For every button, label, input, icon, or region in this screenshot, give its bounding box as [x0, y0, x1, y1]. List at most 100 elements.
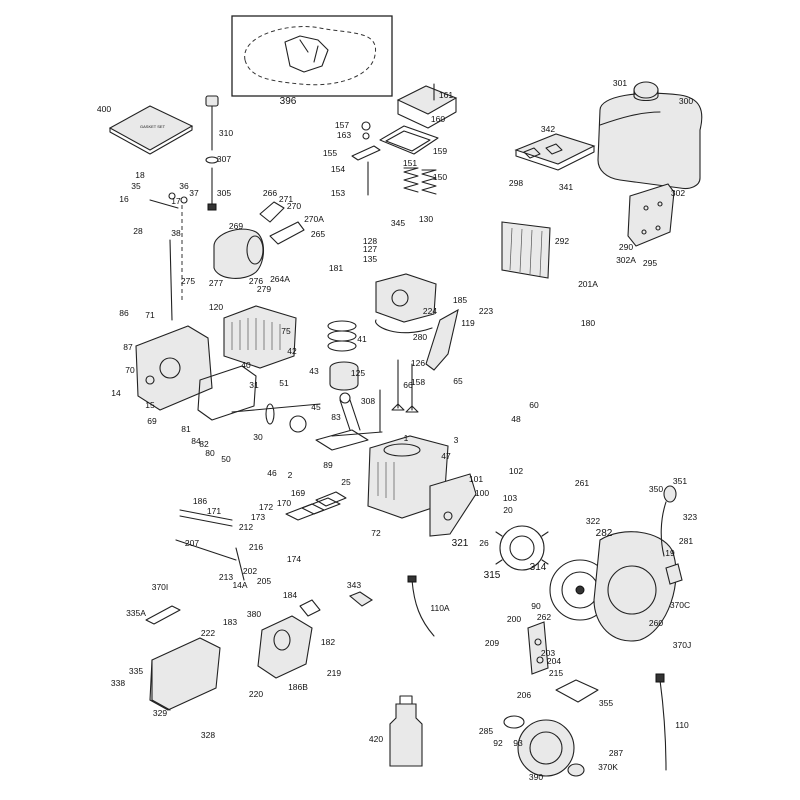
part-callout-275: 275	[181, 276, 195, 286]
part-callout-183: 183	[223, 617, 237, 627]
part-callout-338: 338	[111, 678, 125, 688]
part-callout-130: 130	[419, 214, 433, 224]
part-callout-47: 47	[441, 451, 451, 461]
part-callout-81: 81	[181, 424, 191, 434]
part-callout-315: 315	[484, 570, 501, 581]
part-callout-300: 300	[679, 96, 693, 106]
muffler	[213, 201, 305, 279]
part-callout-277: 277	[209, 278, 223, 288]
part-callout-321: 321	[452, 538, 469, 549]
part-callout-186: 186	[193, 496, 207, 506]
part-callout-295: 295	[643, 258, 657, 268]
part-callout-370K: 370K	[598, 762, 618, 772]
part-callout-329: 329	[153, 708, 167, 718]
part-callout-15: 15	[145, 400, 155, 410]
part-callout-86: 86	[119, 308, 129, 318]
oil-bottle	[389, 695, 423, 767]
part-callout-50: 50	[221, 454, 231, 464]
part-callout-82: 82	[199, 439, 209, 449]
part-callout-157: 157	[335, 120, 349, 130]
part-callout-350: 350	[649, 484, 663, 494]
part-callout-30: 30	[253, 432, 263, 442]
part-callout-285: 285	[479, 726, 493, 736]
part-callout-219: 219	[327, 668, 341, 678]
part-callout-302A: 302A	[616, 255, 636, 265]
part-callout-45: 45	[311, 402, 321, 412]
part-callout-69: 69	[147, 416, 157, 426]
part-callout-128: 128	[363, 236, 377, 246]
part-callout-302: 302	[671, 188, 685, 198]
part-callout-173: 173	[251, 512, 265, 522]
part-callout-355: 355	[599, 698, 613, 708]
part-callout-180: 180	[581, 318, 595, 328]
part-callout-370C: 370C	[670, 600, 690, 610]
part-callout-26: 26	[479, 538, 489, 548]
cylinder-head	[223, 305, 297, 369]
fuel-line	[407, 575, 435, 637]
valve-rocker-parts	[351, 121, 437, 196]
part-callout-150: 150	[433, 172, 447, 182]
air-cleaner-cover	[396, 83, 458, 129]
part-callout-270: 270	[287, 201, 301, 211]
part-callout-280: 280	[413, 332, 427, 342]
part-callout-298: 298	[509, 178, 523, 188]
part-callout-335: 335	[129, 666, 143, 676]
part-callout-158: 158	[411, 377, 425, 387]
part-callout-101: 101	[469, 474, 483, 484]
part-callout-335A: 335A	[126, 608, 146, 618]
part-callout-265: 265	[311, 229, 325, 239]
part-callout-287: 287	[609, 748, 623, 758]
part-callout-14A: 14A	[232, 580, 247, 590]
part-callout-262: 262	[537, 612, 551, 622]
part-callout-308: 308	[361, 396, 375, 406]
small-bracket	[348, 591, 374, 607]
part-callout-182: 182	[321, 637, 335, 647]
part-callout-75: 75	[281, 326, 291, 336]
part-callout-51: 51	[279, 378, 289, 388]
part-callout-390: 390	[529, 772, 543, 782]
part-callout-48: 48	[511, 414, 521, 424]
part-callout-370J: 370J	[673, 640, 691, 650]
part-callout-174: 174	[287, 554, 301, 564]
part-callout-37: 37	[189, 188, 199, 198]
part-callout-186B: 186B	[288, 682, 308, 692]
part-callout-203: 203	[541, 648, 555, 658]
part-callout-213: 213	[219, 572, 233, 582]
part-callout-292: 292	[555, 236, 569, 246]
part-callout-270A: 270A	[304, 214, 324, 224]
part-callout-92: 92	[493, 738, 503, 748]
part-callout-202: 202	[243, 566, 257, 576]
part-callout-420: 420	[369, 734, 383, 744]
air-cleaner-housing	[145, 605, 221, 711]
part-callout-290: 290	[619, 242, 633, 252]
stop-switch	[665, 563, 683, 585]
part-callout-14: 14	[111, 388, 121, 398]
carburetor	[257, 599, 321, 679]
part-callout-119: 119	[461, 318, 475, 328]
part-callout-155: 155	[323, 148, 337, 158]
linkage-rods	[175, 509, 245, 581]
part-callout-172: 172	[259, 502, 273, 512]
part-callout-160: 160	[431, 114, 445, 124]
part-callout-89: 89	[323, 460, 333, 470]
part-callout-28: 28	[133, 226, 143, 236]
part-callout-276: 276	[249, 276, 263, 286]
valve-cover-gasket	[379, 125, 439, 155]
part-callout-307: 307	[217, 154, 231, 164]
part-callout-328: 328	[201, 730, 215, 740]
crankshaft	[231, 403, 383, 451]
part-callout-215: 215	[549, 668, 563, 678]
recoil-starter	[503, 679, 599, 777]
part-callout-281: 281	[679, 536, 693, 546]
part-callout-266: 266	[263, 188, 277, 198]
part-callout-260: 260	[649, 618, 663, 628]
carburetor-body	[375, 273, 437, 334]
part-callout-127: 127	[363, 244, 377, 254]
part-callout-310: 310	[219, 128, 233, 138]
speed-control-bracket	[527, 621, 549, 675]
part-callout-31: 31	[249, 380, 259, 390]
part-callout-93: 93	[513, 738, 523, 748]
part-callout-305: 305	[217, 188, 231, 198]
stator-coil	[495, 525, 549, 571]
